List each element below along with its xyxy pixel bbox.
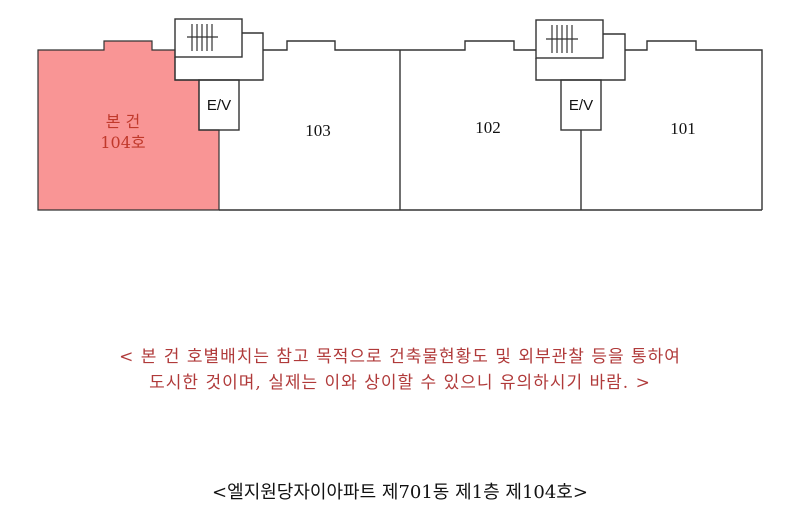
unit-103-label: 103 [305, 121, 331, 140]
stairs-icon [546, 25, 578, 53]
unit-102-label: 102 [475, 118, 501, 137]
elevator-left [198, 79, 240, 131]
elevator-left-label: E/V [207, 97, 231, 114]
subject-unit-label-line2: 104호 [100, 133, 145, 152]
unit-title: <엘지원당자이아파트 제701동 제1층 제104호> [212, 482, 588, 503]
left-core: E/V [174, 18, 264, 131]
wall-101 [625, 40, 763, 210]
stairs-icon [187, 24, 218, 51]
subject-unit-label-line1: 본 건 [106, 112, 141, 131]
disclaimer-note: < 본 건 호별배치는 참고 목적으로 건축물현황도 및 외부관찰 등을 통하여… [0, 344, 800, 396]
right-core: E/V [535, 19, 626, 210]
wall-103-102-top [263, 40, 536, 51]
elevator-right-label: E/V [569, 97, 593, 114]
floor-plan: E/V E/V 본 건 104호 103 102 101 [37, 18, 763, 211]
disclaimer-line-1: < 본 건 호별배치는 참고 목적으로 건축물현황도 및 외부관찰 등을 통하여 [119, 347, 681, 367]
disclaimer-line-2: 도시한 것이며, 실제는 이와 상이할 수 있으니 유의하시기 바람. > [149, 373, 651, 393]
unit-101-label: 101 [670, 119, 696, 138]
